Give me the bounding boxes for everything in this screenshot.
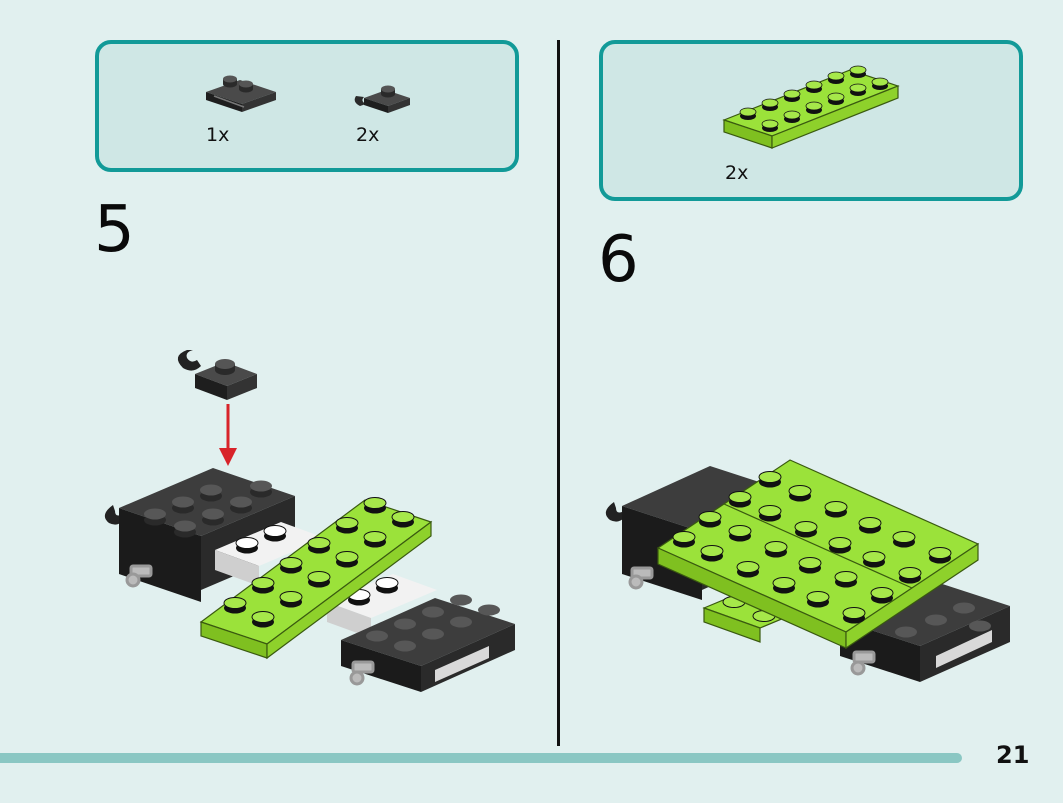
black-base-block-right	[341, 594, 515, 692]
part-quantity: 2x	[725, 162, 749, 184]
part-quantity: 2x	[356, 124, 380, 146]
lime-plates-stacked	[656, 459, 980, 650]
black-plate-with-rail-icon	[206, 75, 276, 112]
page-number: 21	[996, 741, 1030, 769]
step-divider	[557, 40, 560, 746]
lime-plate-2x6-icon	[722, 65, 900, 149]
step-number: 5	[94, 193, 135, 267]
black-plate-with-clip-icon	[354, 85, 410, 113]
white-tiles	[215, 522, 437, 638]
footer-bar	[0, 753, 962, 763]
black-base-block-right	[840, 580, 1010, 682]
lime-plate-2x6	[199, 497, 433, 660]
step-5-assembly-illustration	[104, 350, 515, 692]
parts-callout-step-5	[95, 40, 519, 172]
step-number: 6	[598, 223, 639, 297]
clip-plate-part	[177, 350, 257, 400]
placement-arrow	[219, 404, 237, 466]
step-6-assembly-illustration	[605, 459, 1010, 682]
part-quantity: 1x	[206, 124, 230, 146]
